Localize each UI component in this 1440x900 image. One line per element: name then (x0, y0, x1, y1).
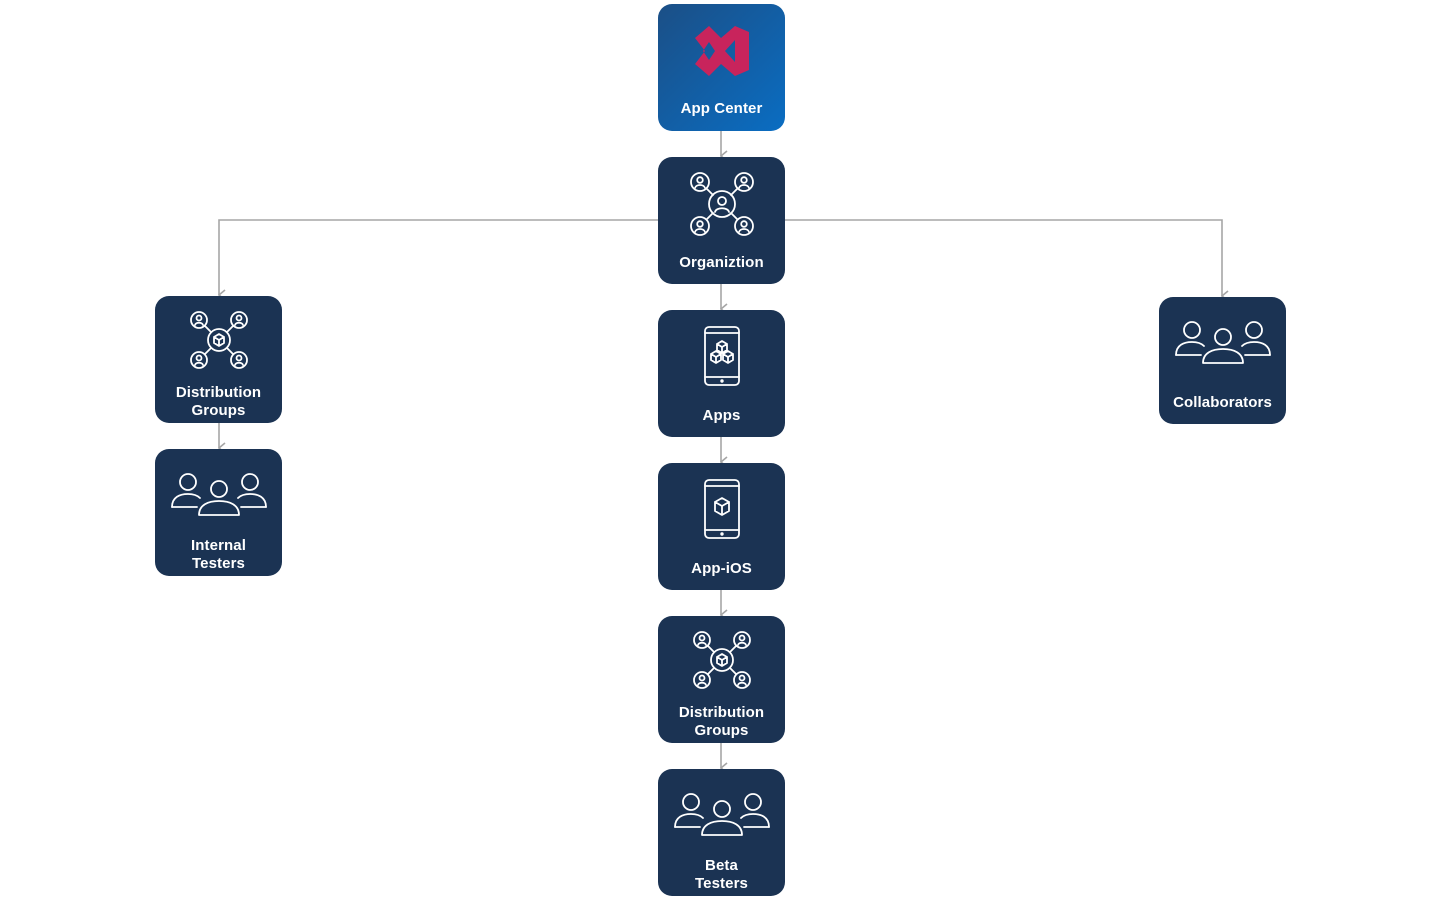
edge-organization-collaborators (785, 219, 1222, 296)
app-center-logo-icon (658, 18, 785, 84)
people-group-icon (155, 467, 282, 519)
node-label: Organiztion (679, 254, 764, 271)
node-app-ios[interactable]: App-iOS (658, 463, 785, 590)
node-label: Apps (702, 407, 741, 424)
edge-organization-distribution-groups-left (219, 219, 658, 295)
node-distribution-groups-left[interactable]: Distribution Groups (155, 296, 282, 423)
distribution-group-network-icon (658, 628, 785, 692)
distribution-group-network-icon (155, 308, 282, 372)
node-collaborators[interactable]: Collaborators (1159, 297, 1286, 424)
node-beta-testers[interactable]: Beta Testers (658, 769, 785, 896)
node-label: Distribution Groups (678, 704, 765, 739)
people-group-icon (658, 787, 785, 839)
node-organization[interactable]: Organiztion (658, 157, 785, 284)
phone-with-box-icon (658, 478, 785, 540)
people-group-icon (1159, 315, 1286, 367)
node-label: Distribution Groups (175, 384, 262, 419)
node-label: Beta Testers (695, 857, 748, 892)
node-label: Collaborators (1173, 394, 1272, 411)
organization-network-icon (658, 169, 785, 239)
node-label: App Center (680, 100, 763, 117)
phone-with-boxes-icon (658, 325, 785, 387)
node-internal-testers[interactable]: Internal Testers (155, 449, 282, 576)
node-label: Internal Testers (191, 537, 246, 572)
node-label: App-iOS (691, 560, 752, 577)
node-distribution-groups-center[interactable]: Distribution Groups (658, 616, 785, 743)
node-app-center[interactable]: App Center (658, 4, 785, 131)
node-apps[interactable]: Apps (658, 310, 785, 437)
